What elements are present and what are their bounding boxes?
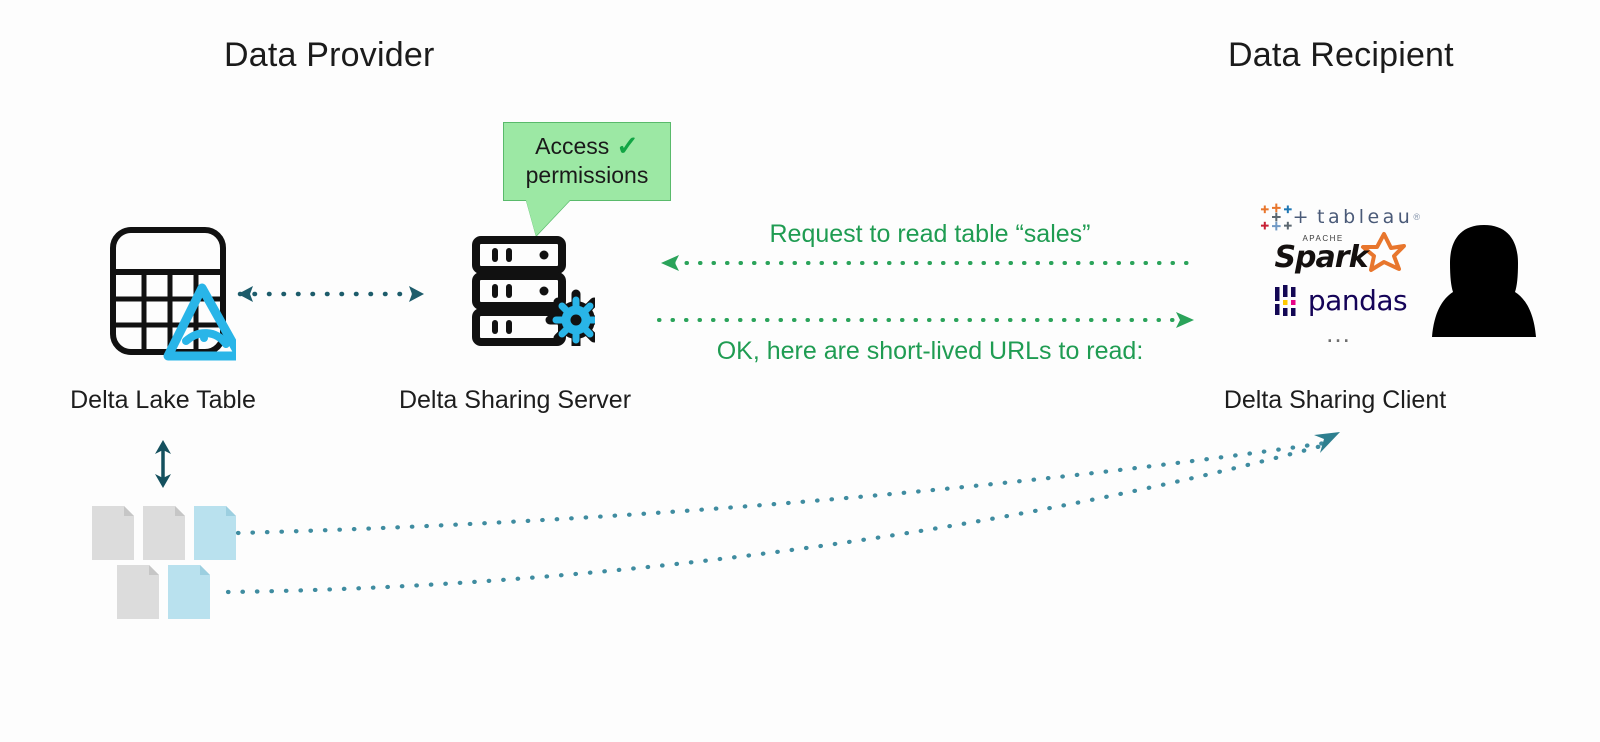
tableau-plus-glyph: + — [1292, 206, 1313, 228]
logo-pandas: pandas — [1260, 282, 1420, 320]
spark-star-icon — [1360, 232, 1406, 272]
bubble-line-1: Access ✓ — [514, 132, 660, 161]
curve-file-blue-upper — [235, 440, 1328, 536]
ellipsis-icon: … — [1325, 318, 1355, 348]
arrow-response-right — [655, 305, 1200, 340]
arrows-files-to-client — [220, 415, 1360, 630]
arrow-table-server — [226, 277, 436, 316]
curve-file-blue-lower — [225, 442, 1328, 595]
data-recipient-avatar — [1430, 223, 1538, 344]
spark-wordmark: Spark — [1274, 240, 1368, 275]
server-rack-svg — [472, 236, 607, 351]
client-logos: + tableau ® APACHE Spark — [1260, 200, 1420, 346]
tableau-trademark-glyph: ® — [1413, 212, 1420, 222]
file-icons-row-1 — [90, 504, 236, 567]
delta-lake-table-svg — [110, 227, 245, 361]
pandas-mark-icon — [1274, 285, 1296, 316]
bubble-tail — [526, 200, 570, 236]
bubble-text-access: Access — [535, 133, 610, 159]
delta-sharing-server-icon — [470, 236, 607, 351]
logo-more-clients: … — [1260, 320, 1420, 346]
caption-delta-sharing-server: Delta Sharing Server — [398, 386, 632, 414]
column-heading-data-provider: Data Provider — [224, 36, 435, 74]
pandas-wordmark: pandas — [1307, 284, 1408, 317]
tableau-wordmark: tableau — [1317, 206, 1414, 228]
file-icons-row-2 — [115, 563, 210, 626]
gear-icon — [545, 289, 607, 351]
column-heading-data-recipient: Data Recipient — [1228, 36, 1454, 74]
tableau-mark-icon — [1260, 203, 1292, 231]
checkmark-icon: ✓ — [616, 131, 639, 161]
access-permissions-bubble: Access ✓ permissions — [503, 122, 671, 236]
caption-delta-lake-table: Delta Lake Table — [70, 386, 256, 414]
person-silhouette-icon — [1432, 225, 1536, 337]
caption-delta-sharing-client: Delta Sharing Client — [1223, 386, 1447, 414]
bubble-box: Access ✓ permissions — [503, 122, 671, 236]
message-request: Request to read table “sales” — [769, 220, 1091, 248]
logo-tableau: + tableau ® — [1260, 200, 1420, 234]
bubble-line-2: permissions — [525, 162, 649, 188]
delta-lake-table-icon — [106, 224, 245, 369]
spark-apache-label: APACHE — [1302, 234, 1344, 243]
curve-arrowhead — [1314, 432, 1340, 453]
message-response: OK, here are short-lived URLs to read: — [716, 337, 1144, 365]
arrow-request-left — [655, 248, 1200, 283]
logo-spark: APACHE Spark — [1260, 232, 1420, 282]
arrow-table-files-vertical — [150, 438, 176, 495]
